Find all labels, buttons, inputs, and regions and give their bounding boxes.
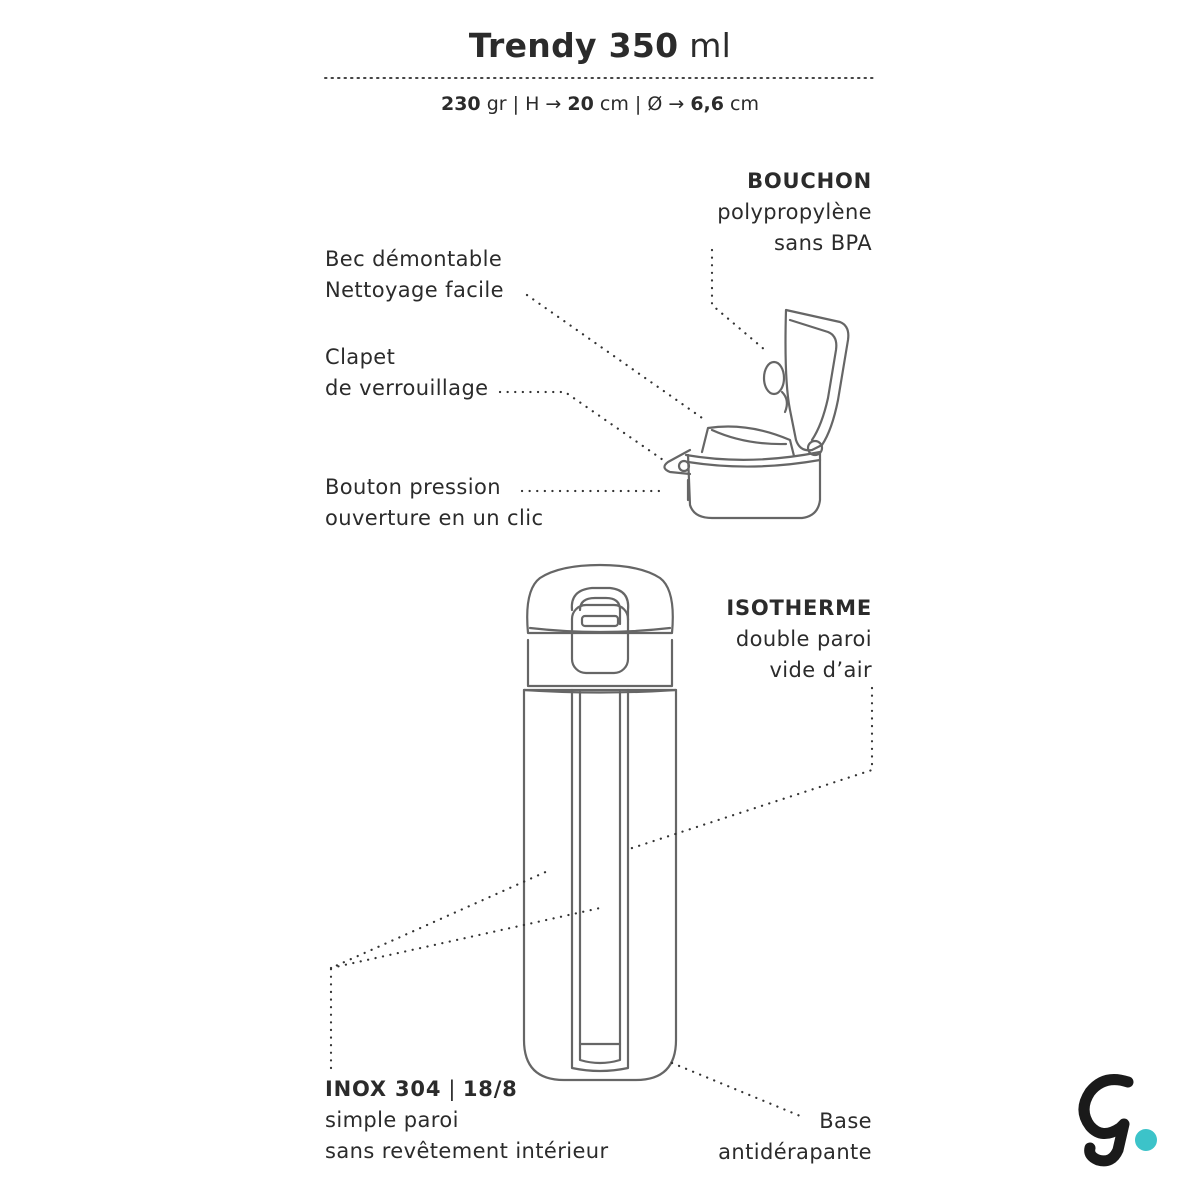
bottle-window bbox=[570, 688, 630, 1073]
label-isotherme: ISOTHERME double paroi vide d’air bbox=[726, 593, 872, 686]
label-clapet-line1: Clapet bbox=[325, 345, 396, 369]
lid-body bbox=[686, 450, 822, 520]
lid-rim bbox=[684, 450, 822, 461]
spec-weight: 230 bbox=[440, 93, 481, 115]
spec-diam: 6,6 bbox=[690, 93, 724, 115]
label-bouchon-line1: polypropylène bbox=[717, 200, 872, 224]
label-isotherme-line2: vide d’air bbox=[769, 658, 872, 682]
seal bbox=[762, 360, 786, 396]
product-title: Trendy 350 ml bbox=[0, 26, 1200, 65]
label-bouchon-title: BOUCHON bbox=[747, 169, 872, 193]
label-inox: INOX 304 | 18/8 simple paroi sans revête… bbox=[325, 1074, 609, 1167]
leader-inox-b bbox=[329, 906, 602, 970]
leader-lines bbox=[329, 248, 874, 1120]
leader-bec bbox=[525, 293, 707, 422]
label-bec-line1: Bec démontable bbox=[325, 247, 503, 271]
label-base-line2: antidérapante bbox=[718, 1140, 872, 1164]
logo-g-glyph bbox=[1078, 1074, 1134, 1167]
label-bouton-line1: Bouton pression bbox=[325, 475, 501, 499]
spec-diam-prefix: Ø → bbox=[647, 93, 685, 115]
label-base: Base antidérapante bbox=[718, 1106, 872, 1168]
product-specs: 230 gr | H → 20 cm | Ø → 6,6 cm bbox=[440, 93, 759, 115]
label-isotherme-title: ISOTHERME bbox=[726, 596, 872, 620]
label-inox-sep: | bbox=[448, 1077, 456, 1101]
product-name: Trendy 350 bbox=[468, 26, 679, 65]
spec-height-unit: cm bbox=[599, 93, 629, 115]
leader-inox-a bbox=[329, 868, 552, 1070]
bottle-handle bbox=[570, 586, 630, 622]
label-base-line1: Base bbox=[819, 1109, 872, 1133]
label-bec: Bec démontable Nettoyage facile bbox=[325, 244, 504, 306]
spec-diam-unit: cm bbox=[730, 93, 759, 115]
leader-bouchon bbox=[710, 248, 767, 352]
label-bouton: Bouton pression ouverture en un clic bbox=[325, 472, 543, 534]
label-inox-title2: 18/8 bbox=[462, 1077, 518, 1101]
lid-drawing bbox=[663, 308, 850, 520]
spout bbox=[700, 425, 796, 458]
label-bouton-line2: ouverture en un clic bbox=[325, 506, 544, 530]
logo-dot bbox=[1135, 1129, 1157, 1151]
label-bouchon: BOUCHON polypropylène sans BPA bbox=[717, 166, 872, 259]
cap bbox=[784, 308, 850, 452]
label-inox-line2: sans revêtement intérieur bbox=[325, 1139, 609, 1163]
label-bouchon-line2: sans BPA bbox=[773, 231, 872, 255]
label-inox-line1: simple paroi bbox=[325, 1108, 459, 1132]
bottle-cap bbox=[526, 563, 674, 635]
label-isotherme-line1: double paroi bbox=[735, 627, 872, 651]
spec-weight-unit: gr bbox=[486, 93, 507, 115]
label-clapet-line2: de verrouillage bbox=[325, 376, 489, 400]
bottle-body bbox=[522, 688, 678, 1082]
brand-logo bbox=[1078, 1074, 1157, 1167]
hinge bbox=[806, 439, 824, 457]
bottle-lock-button bbox=[570, 603, 630, 675]
spec-height: 20 bbox=[567, 93, 594, 115]
leader-base bbox=[670, 1061, 807, 1120]
label-bec-line2: Nettoyage facile bbox=[325, 278, 504, 302]
label-clapet: Clapet de verrouillage bbox=[325, 342, 489, 404]
spec-height-prefix: H → bbox=[525, 93, 562, 115]
bottle-drawing bbox=[522, 563, 678, 1082]
bottle-collar bbox=[526, 638, 674, 688]
leader-clapet bbox=[498, 390, 668, 464]
label-inox-title: INOX 304 bbox=[325, 1077, 442, 1101]
leader-isotherme bbox=[624, 686, 874, 852]
lock-clip bbox=[663, 448, 692, 476]
product-volume-unit: ml bbox=[689, 26, 732, 65]
